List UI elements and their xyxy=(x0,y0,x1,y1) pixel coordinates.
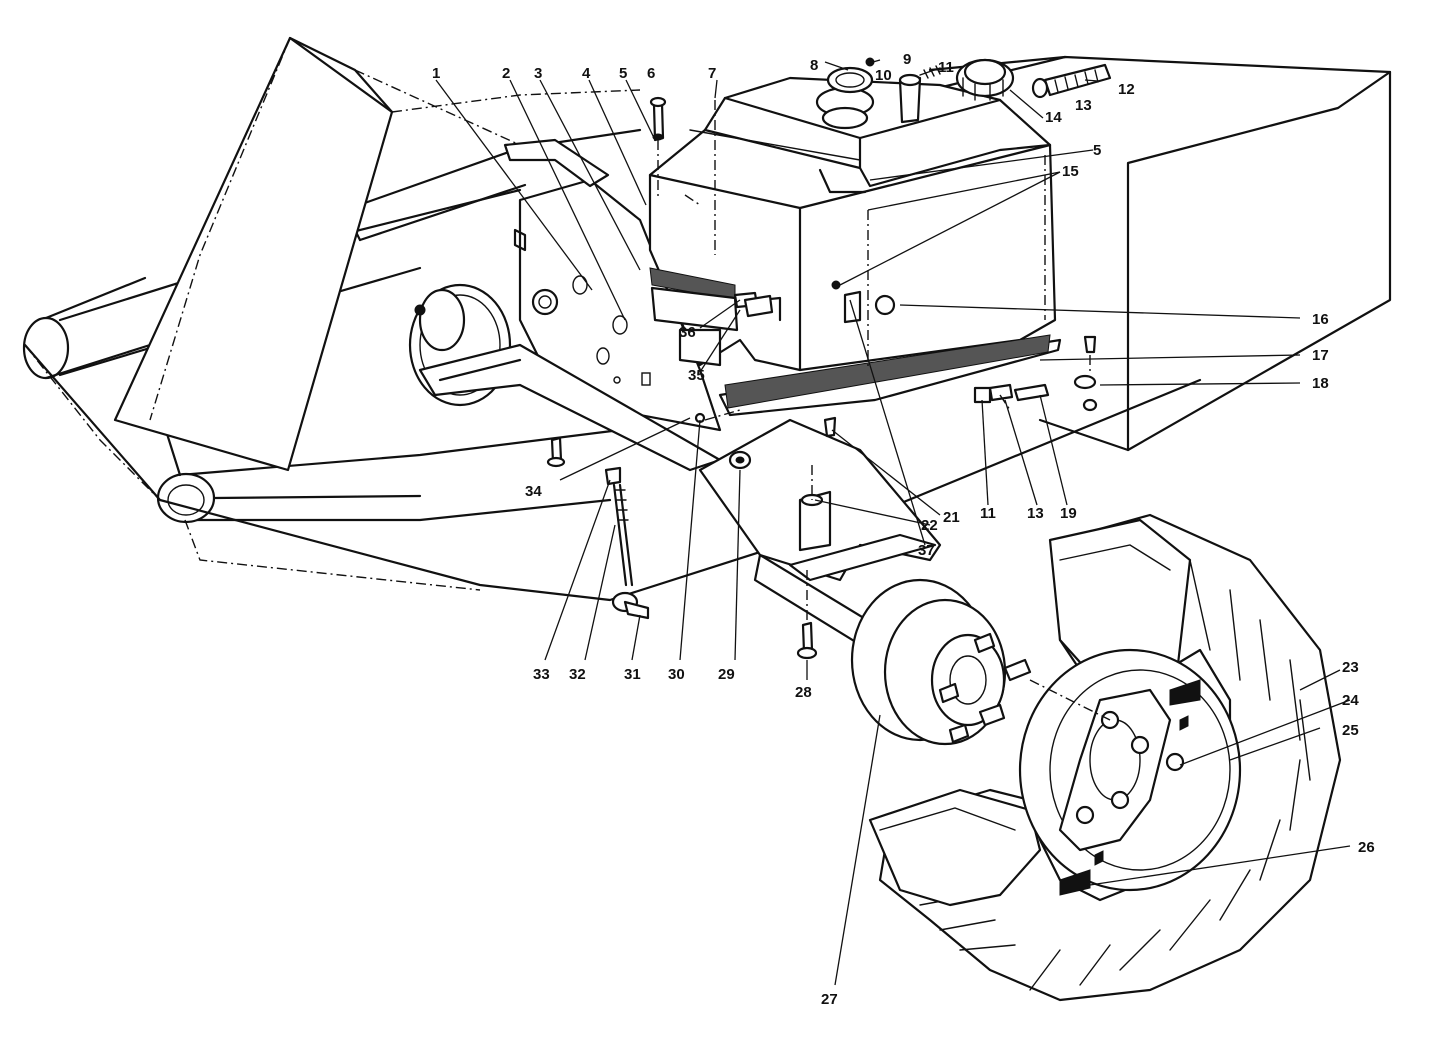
callout-28: 28 xyxy=(795,684,812,701)
callout-29: 29 xyxy=(718,666,735,683)
callout-26: 26 xyxy=(1358,839,1375,856)
callout-13-top: 13 xyxy=(1075,97,1092,114)
rear-hub-drum xyxy=(850,578,1032,746)
callout-13-bottom: 13 xyxy=(1027,505,1044,522)
callout-1: 1 xyxy=(432,65,440,82)
callout-22: 22 xyxy=(921,517,938,534)
callout-18: 18 xyxy=(1312,375,1329,392)
hardware-parts xyxy=(546,57,1098,660)
chassis-frame xyxy=(22,36,1392,602)
callout-30: 30 xyxy=(668,666,685,683)
callout-33: 33 xyxy=(533,666,550,683)
fuel-hose xyxy=(1031,63,1112,99)
callout-4: 4 xyxy=(582,65,591,82)
callout-8: 8 xyxy=(810,57,818,74)
tank-mount-plate xyxy=(649,267,1062,417)
callout-2: 2 xyxy=(502,65,510,82)
callout-23: 23 xyxy=(1342,659,1359,676)
callout-3: 3 xyxy=(534,65,542,82)
callout-36: 36 xyxy=(679,324,696,341)
callout-15: 15 xyxy=(1062,163,1079,180)
callout-5: 5 xyxy=(619,65,627,82)
callout-32: 32 xyxy=(569,666,586,683)
callout-34: 34 xyxy=(525,483,542,500)
callout-14: 14 xyxy=(1045,109,1062,126)
leader-lines xyxy=(435,59,1351,986)
callout-labels: 1 2 3 4 5 6 7 8 9 10 11 12 13 14 5 15 16… xyxy=(432,51,1375,1008)
side-plate xyxy=(503,138,722,432)
callout-12: 12 xyxy=(1118,81,1135,98)
assembly-lines xyxy=(657,100,1111,721)
callout-24: 24 xyxy=(1342,692,1359,709)
callout-21: 21 xyxy=(943,509,960,526)
callout-6: 6 xyxy=(647,65,655,82)
callout-31: 31 xyxy=(624,666,641,683)
callout-27: 27 xyxy=(821,991,838,1008)
callout-11-bottom: 11 xyxy=(980,505,996,522)
callout-37: 37 xyxy=(918,542,935,559)
callout-7: 7 xyxy=(708,65,716,82)
rear-tire xyxy=(868,513,1342,1002)
callout-16: 16 xyxy=(1312,311,1329,328)
callout-17: 17 xyxy=(1312,347,1329,364)
callout-9: 9 xyxy=(903,51,911,68)
callout-25: 25 xyxy=(1342,722,1359,739)
callout-11-top: 11 xyxy=(938,59,954,76)
callout-35: 35 xyxy=(688,367,705,384)
callout-5-right: 5 xyxy=(1093,142,1101,159)
callout-19: 19 xyxy=(1060,505,1077,522)
callout-10: 10 xyxy=(875,67,892,84)
